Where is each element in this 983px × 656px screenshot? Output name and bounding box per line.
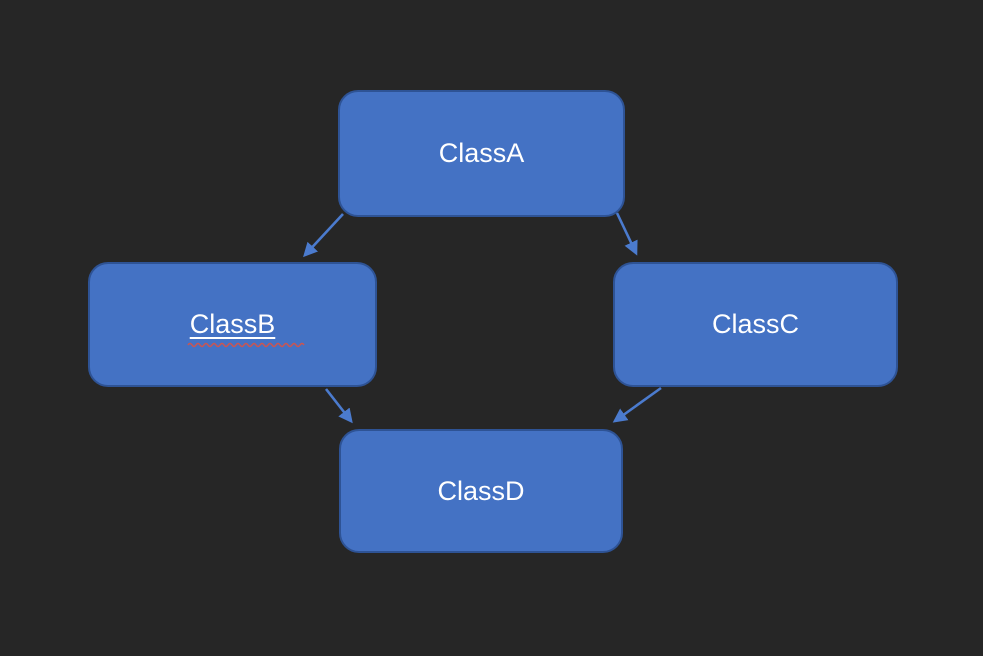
node-classc[interactable]: ClassC <box>613 262 898 387</box>
node-classb-label-wrap: ClassB <box>187 308 305 347</box>
node-classb-label: ClassB <box>189 309 276 340</box>
node-classd-label: ClassD <box>437 475 525 506</box>
spellcheck-squiggle <box>187 342 305 347</box>
arrow-classa-to-classc[interactable] <box>615 212 638 256</box>
node-classd[interactable]: ClassD <box>339 429 623 553</box>
node-classa-label: ClassA <box>438 138 525 169</box>
arrow-classc-to-classd[interactable] <box>612 386 662 423</box>
arrow-classb-to-classd[interactable] <box>324 388 353 424</box>
node-classc-label: ClassC <box>711 309 799 340</box>
node-classa[interactable]: ClassA <box>338 90 625 217</box>
arrow-classa-to-classb[interactable] <box>303 213 344 258</box>
node-classb[interactable]: ClassB <box>88 262 377 387</box>
